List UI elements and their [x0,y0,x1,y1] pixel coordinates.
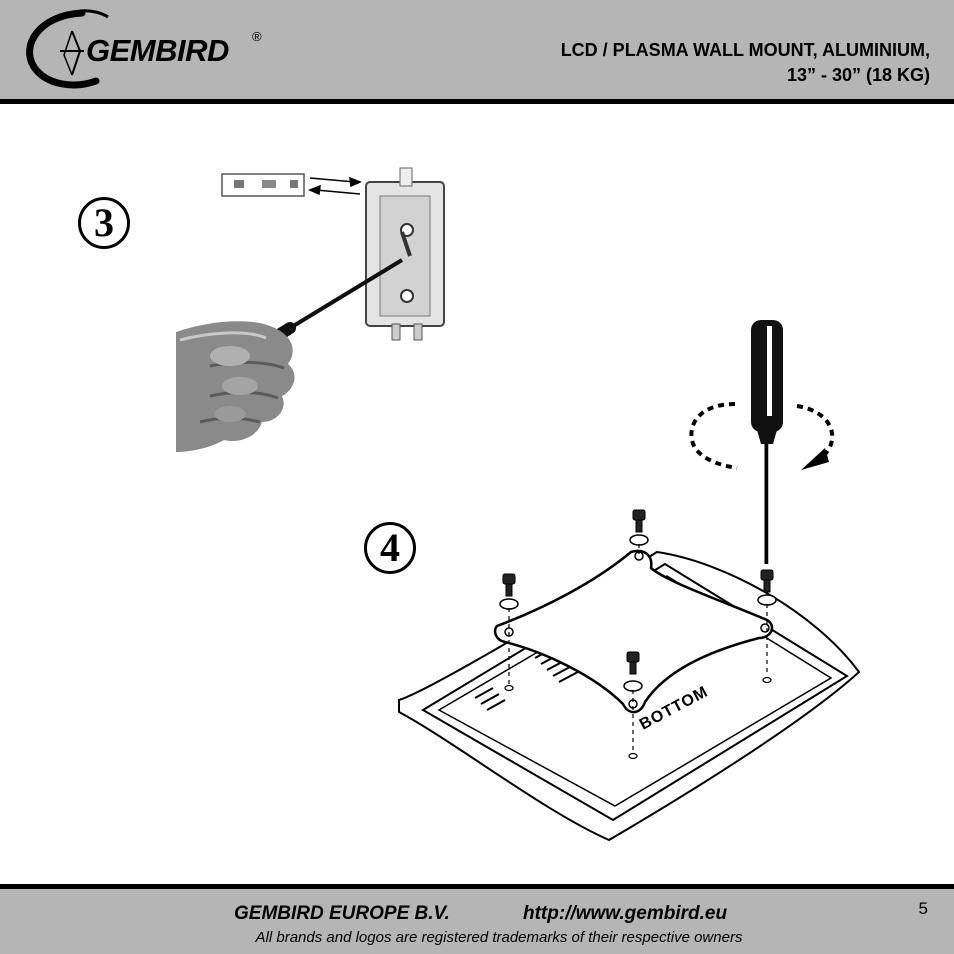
screws-and-washers [499,509,777,692]
title-line-2: 13” - 30” (18 KG) [786,65,930,85]
page-header: GEMBIRD ® LCD / PLASMA WALL MOUNT, ALUMI… [0,0,954,104]
trademark-note: All brands and logos are registered trad… [255,929,743,946]
gembird-logo: GEMBIRD ® [20,5,262,95]
document-title: LCD / PLASMA WALL MOUNT, ALUMINIUM, 13” … [561,38,930,88]
level-part [221,173,305,197]
step-4-badge: 4 [364,522,416,574]
company-url-link[interactable]: http://www.gembird.eu [523,903,728,924]
mounting-holes [504,676,772,760]
rotation-arrow-icon [689,402,835,470]
screwdriver-icon [751,320,783,564]
page-number: 5 [918,899,928,918]
slide-arrows-icon [308,176,362,196]
step-3-illustration [176,167,445,452]
page-footer: GEMBIRD EUROPE B.V. http://www.gembird.e… [0,884,954,954]
logo-wordmark: GEMBIRD [86,33,229,68]
logo-swoosh-icon [26,9,109,89]
wall-bracket [365,167,445,341]
title-line-1: LCD / PLASMA WALL MOUNT, ALUMINIUM, [560,40,930,60]
registered-mark: ® [252,29,262,44]
step-3-badge: 3 [78,197,130,249]
alignment-guides [508,544,768,752]
company-name: GEMBIRD EUROPE B.V. [234,903,450,924]
hand-illustration [176,321,295,452]
step-4-illustration: BOTTOM [398,320,861,842]
